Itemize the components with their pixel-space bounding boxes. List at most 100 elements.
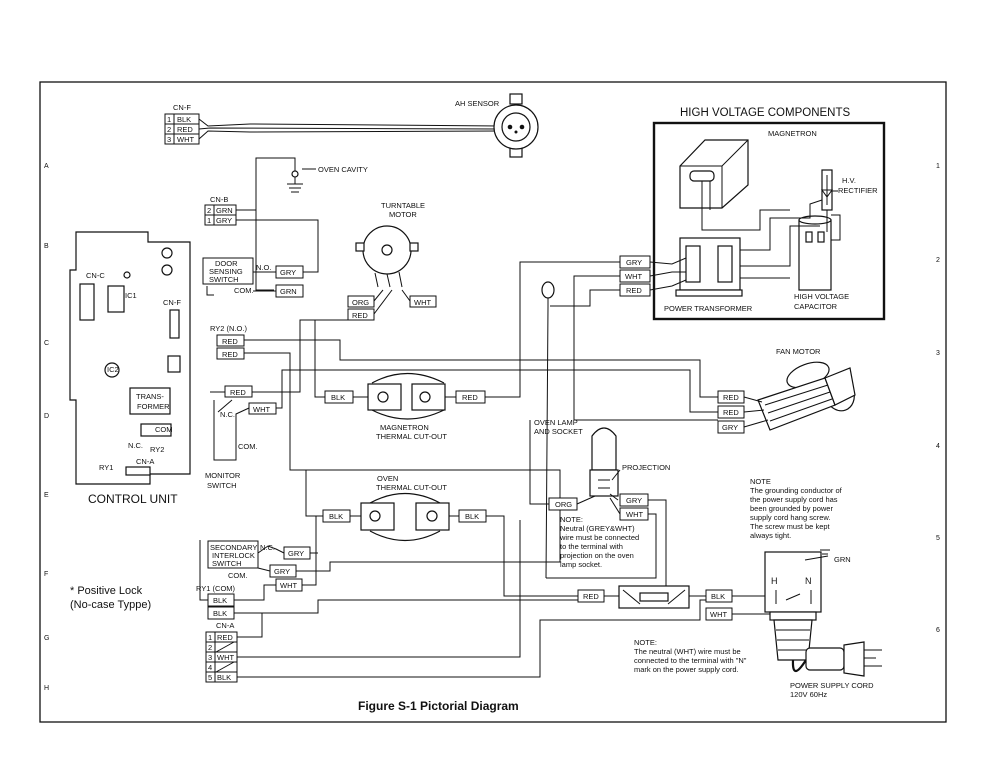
edge-mark: B <box>44 243 49 250</box>
edge-mark: 3 <box>936 350 940 357</box>
positive-lock-line: * Positive Lock <box>70 585 143 597</box>
edge-mark: 1 <box>936 163 940 170</box>
hv-capacitor: HIGH VOLTAGE CAPACITOR <box>794 215 849 311</box>
monitor-switch-com: COM. <box>238 442 258 451</box>
lamp-note: lamp socket. <box>560 560 602 569</box>
lamp-note: Neutral (GREY&WHT) <box>560 524 635 533</box>
edge-mark: E <box>44 492 49 499</box>
ry1-wire: BLK <box>213 609 227 618</box>
ground-note: NOTE The grounding conductor of the powe… <box>750 477 843 540</box>
edge-mark: F <box>44 571 48 578</box>
filter-wire: RED <box>583 592 599 601</box>
door-switch-label: SENSING <box>209 267 243 276</box>
sec-interlock-label: SECONDARY <box>210 543 257 552</box>
capacitor-label: CAPACITOR <box>794 302 838 311</box>
cu-label-cn-f: CN-F <box>163 298 181 307</box>
lamp-note: wire must be connected <box>559 533 639 542</box>
control-unit: CN-C IC1 CN-F IC2 TRANS- FORMER COM N.C.… <box>69 231 191 506</box>
cn-b-pin: 1 <box>207 216 211 225</box>
transformer-wire: GRY <box>626 258 642 267</box>
lamp-wire: WHT <box>626 510 643 519</box>
ah-sensor <box>493 93 539 158</box>
neutral-note-line: mark on the power supply cord. <box>634 665 739 674</box>
cu-label-cn-c: CN-C <box>86 271 105 280</box>
sec-interlock-wire: GRY <box>288 549 304 558</box>
sec-interlock-label: INTERLOCK <box>212 551 255 560</box>
hv-title: HIGH VOLTAGE COMPONENTS <box>680 107 851 119</box>
cn-f-wire: RED <box>177 125 193 134</box>
ah-sensor-label: AH SENSOR <box>455 99 500 108</box>
cu-label-com: COM <box>155 425 173 434</box>
cord-n: N <box>805 576 812 586</box>
cn-a-wire: WHT <box>217 653 234 662</box>
edge-mark: 2 <box>936 257 940 264</box>
monitor-switch-label: MONITOR <box>205 471 241 480</box>
turntable-wire: WHT <box>414 298 431 307</box>
filter-wire: BLK <box>711 592 725 601</box>
cord-grn: GRN <box>834 555 851 564</box>
cu-label-ic1: IC1 <box>125 291 137 300</box>
oven-thermal-cutout: OVEN THERMAL CUT-OUT BLK BLK <box>305 470 578 597</box>
neutral-note-line: connected to the terminal with "N" <box>634 656 747 665</box>
edge-mark: H <box>44 685 49 692</box>
ry2-no-label: RY2 (N.O.) <box>210 324 247 333</box>
mag-cutout-label: MAGNETRON <box>380 423 429 432</box>
ground-note-line: The grounding conductor of <box>750 486 843 495</box>
edge-mark: G <box>44 635 49 642</box>
cn-f-label: CN-F <box>173 103 191 112</box>
turntable-motor: TURNTABLE MOTOR ORG RED WHT <box>347 201 437 321</box>
ry1-wire: BLK <box>213 596 227 605</box>
power-transformer: POWER TRANSFORMER <box>664 237 753 313</box>
oven-lamp-socket: OVEN LAMP AND SOCKET ORG GRY WHT PROJECT… <box>529 418 670 591</box>
cn-a-connector: CN-A 1 2 3 4 5 RED WHT BLK <box>205 520 706 683</box>
power-supply-cord: GRN H N POWER SUPPLY CORD 120V 60Hz <box>764 549 882 699</box>
edge-mark: C <box>44 340 49 347</box>
high-voltage-components: HIGH VOLTAGE COMPONENTS MAGNETRON H.V. R… <box>550 107 886 421</box>
oven-lamp-label: AND SOCKET <box>534 427 583 436</box>
projection-label: PROJECTION <box>622 463 670 472</box>
rectifier-label: H.V. <box>842 176 856 185</box>
filter-wire: WHT <box>710 610 727 619</box>
monitor-switch-wire: WHT <box>253 405 270 414</box>
monitor-switch-label: SWITCH <box>207 481 237 490</box>
neutral-note-line: The neutral (WHT) wire must be <box>634 647 741 656</box>
figure-title: Figure S-1 Pictorial Diagram <box>358 699 519 713</box>
cn-a-label: CN-A <box>216 621 234 630</box>
magnetron-thermal-cutout: BLK RED MAGNETRON THERMAL CUT-OUT <box>314 261 620 441</box>
lamp-wire: GRY <box>626 496 642 505</box>
oven-cavity-ground: OVEN CAVITY <box>287 165 368 193</box>
edge-marks: A B C D E F G H 1 2 3 4 5 6 <box>44 163 940 692</box>
cn-a-pin: 1 <box>208 633 212 642</box>
transformer-wire: WHT <box>625 272 642 281</box>
hv-rectifier: H.V. RECTIFIER <box>821 169 878 211</box>
mag-cutout-wire: BLK <box>331 393 345 402</box>
cn-a-wire: RED <box>217 633 233 642</box>
ground-note-line: the power supply cord has <box>750 495 838 504</box>
cn-b-pin: 2 <box>207 206 211 215</box>
cn-f-wire: WHT <box>177 135 194 144</box>
ry2-wire: RED <box>222 350 238 359</box>
turntable-label: MOTOR <box>389 210 417 219</box>
oven-cavity-label: OVEN CAVITY <box>318 165 368 174</box>
ground-note-line: been grounded by power <box>750 504 833 513</box>
edge-mark: D <box>44 413 49 420</box>
oven-cutout-wire: BLK <box>465 512 479 521</box>
cn-b-wire: GRN <box>216 206 233 215</box>
turntable-wire: ORG <box>352 298 369 307</box>
diagram-frame <box>39 81 947 723</box>
cu-label-cn-a: CN-A <box>136 457 154 466</box>
cu-label-trans: FORMER <box>137 402 170 411</box>
cord-label: 120V 60Hz <box>790 690 827 699</box>
oven-lamp-label: OVEN LAMP <box>534 418 578 427</box>
positive-lock-note: * Positive Lock (No-case Typpe) <box>70 585 151 611</box>
ry1-com-label: RY1 (COM) <box>196 584 236 593</box>
cn-a-wire: BLK <box>217 673 231 682</box>
sec-interlock-wire: GRY <box>274 567 290 576</box>
cord-label: POWER SUPPLY CORD <box>790 681 874 690</box>
lamp-note: to the terminal with <box>560 542 623 551</box>
noise-filter: RED BLK WHT <box>577 585 786 621</box>
cu-label-ry2: RY2 <box>150 445 164 454</box>
monitor-switch-wire: RED <box>230 388 246 397</box>
oven-cutout-label: OVEN <box>377 474 398 483</box>
